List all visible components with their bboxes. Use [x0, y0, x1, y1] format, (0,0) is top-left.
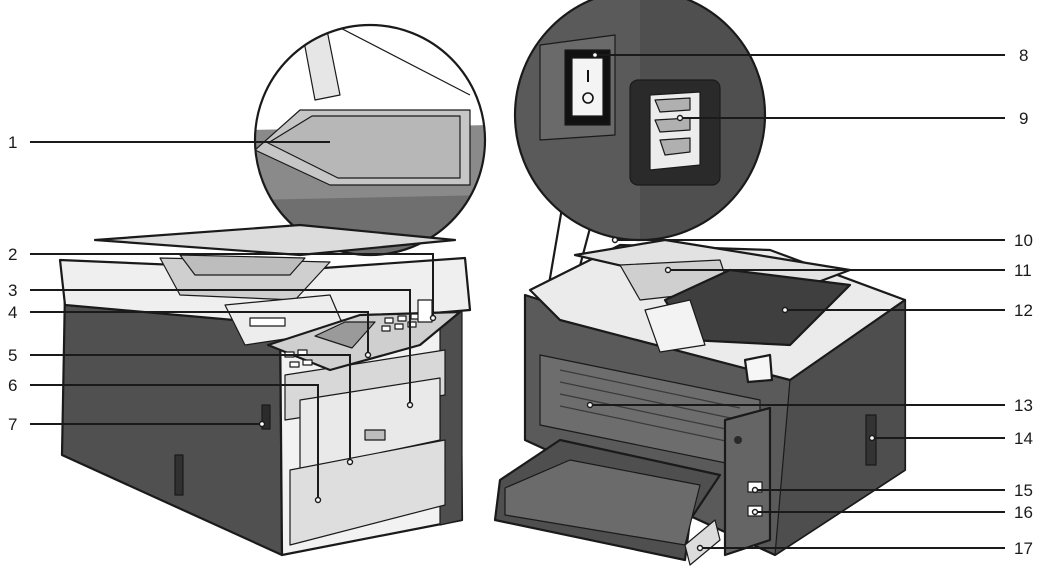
callout-number: 4 [8, 303, 17, 322]
printer-rear [493, 238, 907, 566]
callout-number: 3 [8, 281, 17, 300]
leader-line [30, 354, 351, 462]
callout-number: 17 [1014, 539, 1033, 558]
callout-number: 6 [8, 376, 17, 395]
leader-line [30, 311, 369, 355]
callout-number: 15 [1014, 481, 1033, 500]
callout-number: 10 [1014, 231, 1033, 250]
printer-front [58, 223, 472, 557]
callouts-right: 8 9 10 11 12 13 14 15 16 17 [586, 46, 1033, 558]
callout-number: 5 [8, 346, 17, 365]
glass-magnifier [253, 23, 487, 257]
leader-line [30, 384, 319, 500]
callout-number: 7 [8, 415, 17, 434]
callout-number: 11 [1014, 261, 1032, 280]
callout-number: 14 [1014, 429, 1033, 448]
callout-number: 16 [1014, 503, 1033, 522]
leader-line [30, 253, 434, 318]
callout-number: 12 [1014, 301, 1033, 320]
callout-number: 13 [1014, 396, 1033, 415]
callout-number: 8 [1019, 46, 1028, 65]
callout-number: 2 [8, 245, 17, 264]
power-magnifier [513, 0, 767, 400]
leader-line [30, 289, 411, 405]
callout-number: 1 [8, 133, 17, 152]
callouts-left: 1 2 3 4 5 6 7 [8, 133, 437, 504]
callout-number: 9 [1019, 109, 1028, 128]
